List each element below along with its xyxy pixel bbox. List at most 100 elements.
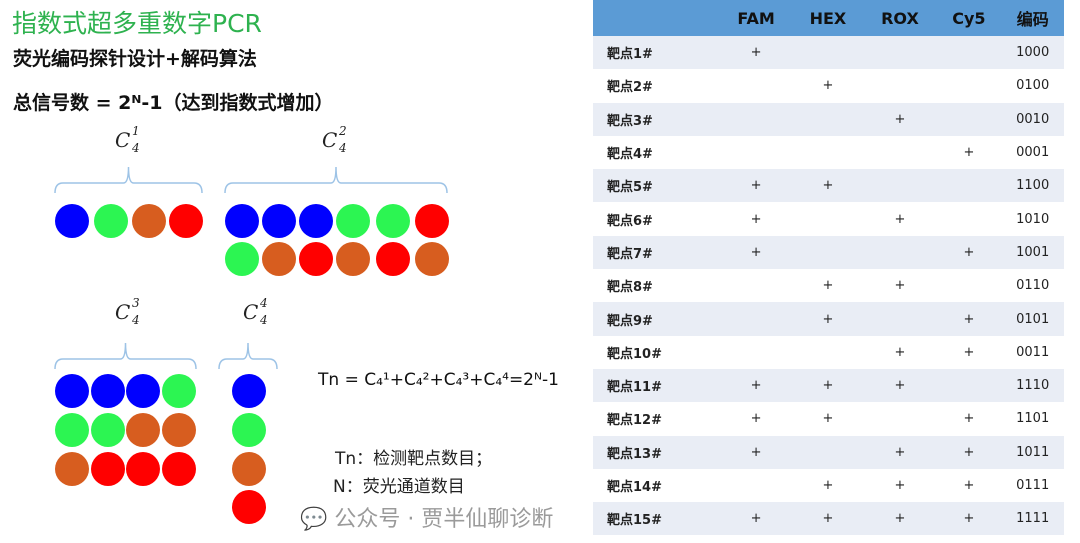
combination-base: C <box>115 300 131 324</box>
channel-cell: + <box>822 78 834 94</box>
channel-cell <box>792 102 864 136</box>
channel-cell <box>863 69 936 102</box>
target-name: 靶点2# <box>607 80 653 96</box>
subtitle-signal-count: 总信号数 = 2ᴺ-1（达到指数式增加） <box>13 92 334 114</box>
channel-cell <box>863 402 936 435</box>
table-row: 靶点6#++1010 <box>593 202 1064 235</box>
watermark: 💬 公众号 · 贾半仙聊诊断 <box>300 506 553 534</box>
table-row: 靶点11#+++1110 <box>593 368 1064 403</box>
braces <box>54 166 448 370</box>
fluorescence-dot <box>169 204 203 238</box>
watermark-text: 公众号 · 贾半仙聊诊断 <box>334 507 554 532</box>
fluorescence-dot <box>55 204 89 238</box>
fluorescence-dot <box>55 413 89 447</box>
target-name: 靶点8# <box>607 280 653 296</box>
combination-base: C <box>322 128 338 152</box>
channel-cell <box>792 235 864 270</box>
target-name: 靶点10# <box>607 346 662 362</box>
table-row: 靶点12#+++1101 <box>593 402 1064 435</box>
table-row: 靶点15#++++1111 <box>593 502 1064 536</box>
code-cell: 1110 <box>1001 368 1064 403</box>
channel-cell: + <box>963 145 975 161</box>
channel-cell: + <box>822 478 834 493</box>
column-header: Cy5 <box>936 0 1002 36</box>
table-row: 靶点7#++1001 <box>593 235 1064 270</box>
column-header: FAM <box>719 0 793 36</box>
channel-cell <box>720 136 792 169</box>
channel-cell: + <box>936 302 1002 336</box>
fluorescence-dot <box>299 204 333 238</box>
table-row: 靶点14#+++0111 <box>593 469 1064 502</box>
channel-cell: + <box>894 211 906 227</box>
code-cell: 0010 <box>1001 102 1064 136</box>
fluorescence-dot <box>55 374 89 408</box>
channel-cell <box>720 469 792 502</box>
channel-cell <box>863 302 937 336</box>
channel-cell: + <box>963 344 975 360</box>
channel-cell: + <box>822 411 834 427</box>
column-header: 编码 <box>1001 0 1064 36</box>
channel-cell <box>792 336 863 369</box>
code-cell: 0011 <box>1016 344 1050 360</box>
fluorescence-dot <box>336 242 370 276</box>
target-name: 靶点3# <box>593 102 720 136</box>
table-row: 靶点13#+++1011 <box>593 435 1064 469</box>
fluorescence-dot <box>225 242 259 276</box>
code-cell: 1001 <box>1001 235 1064 270</box>
channel-cell <box>720 69 792 102</box>
fluorescence-dot <box>299 242 333 276</box>
target-name: 靶点9# <box>593 302 720 336</box>
fluorescence-dot <box>232 452 266 486</box>
brace-3 <box>54 342 197 370</box>
channel-cell: + <box>822 278 834 294</box>
legend-n: N：荧光通道数目 <box>333 477 465 497</box>
channel-cell: + <box>750 411 762 427</box>
target-name: 靶点11# <box>593 368 720 403</box>
target-name: 靶点4# <box>607 147 653 163</box>
combination-sup: 4 <box>260 296 268 310</box>
table-row: 靶点10#++0011 <box>593 336 1064 369</box>
channel-cell: + <box>719 36 793 70</box>
fluorescence-dot <box>232 413 266 447</box>
channel-cell: + <box>894 478 906 493</box>
target-name: 靶点14# <box>607 480 662 495</box>
channel-cell: + <box>936 502 1002 536</box>
channel-cell: + <box>863 435 937 469</box>
channel-cell: + <box>863 502 937 536</box>
code-cell: 0101 <box>1001 302 1064 336</box>
channel-cell <box>719 302 793 336</box>
target-name: 靶点13# <box>593 435 720 469</box>
code-cell: 1011 <box>1001 435 1064 469</box>
fluorescence-dot <box>225 204 259 238</box>
channel-cell <box>792 136 863 169</box>
fluorescence-dot <box>232 490 266 524</box>
channel-cell <box>936 368 1002 403</box>
fluorescence-dot <box>91 452 125 486</box>
channel-cell: + <box>719 502 793 536</box>
fluorescence-dot <box>262 204 296 238</box>
brace-1 <box>54 166 203 194</box>
table-row: 靶点8#++0110 <box>593 269 1064 302</box>
channel-cell <box>936 169 1002 203</box>
channel-cell <box>719 102 793 136</box>
fluorescence-dot <box>415 204 449 238</box>
channel-cell: + <box>863 368 937 403</box>
channel-cell <box>863 136 936 169</box>
fluorescence-dot <box>91 374 125 408</box>
code-cell: 1101 <box>1016 411 1050 427</box>
table-row: 靶点3#+0010 <box>593 102 1064 136</box>
code-cell: 1100 <box>1001 169 1064 203</box>
code-cell: 0100 <box>1016 78 1050 94</box>
channel-cell: + <box>963 411 975 427</box>
brace-2 <box>224 166 448 194</box>
channel-cell <box>936 102 1002 136</box>
fluorescence-dot <box>91 413 125 447</box>
legend-tn: Tn：检测靶点数目； <box>335 449 493 469</box>
fluorescence-dot <box>415 242 449 276</box>
channel-cell: + <box>936 435 1002 469</box>
channel-cell: + <box>750 211 762 227</box>
